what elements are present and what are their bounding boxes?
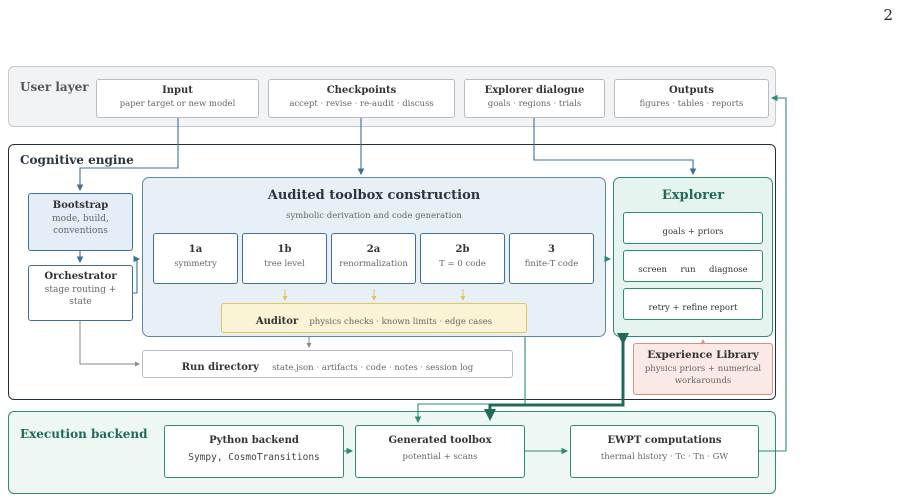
outputs-title: Outputs <box>668 85 715 96</box>
checkpoints-sub: accept · revise · re-audit · discuss <box>289 99 434 109</box>
explorer-item-retry-label: retry + refine report <box>648 303 738 313</box>
arrow-orchestrator-to-audited <box>133 255 141 294</box>
orchestrator-line-1: stage routing + <box>44 285 117 295</box>
experience-library-box: Experience Library physics priors + nume… <box>633 343 773 395</box>
arrow-ewpt-to-outputs <box>759 94 787 452</box>
orchestrator-title: Orchestrator <box>44 271 117 282</box>
step-2b-box: 2b T = 0 code <box>420 233 505 284</box>
outputs-box: Outputs figures · tables · reports <box>614 79 769 118</box>
step-1a-label: symmetry <box>174 259 217 269</box>
explorer-dialogue-box: Explorer dialogue goals · regions · tria… <box>464 79 605 118</box>
run-directory-sub: state.json · artifacts · code · notes · … <box>272 363 474 373</box>
experience-library-line-1: physics priors + numerical <box>644 364 762 374</box>
auditor-sub: physics checks · known limits · edge cas… <box>309 317 493 327</box>
orchestrator-line-2: state <box>69 297 92 307</box>
experience-library-line-2: workarounds <box>674 376 732 386</box>
run-directory-title: Run directory <box>181 362 259 373</box>
auditor-title: Auditor <box>255 316 299 327</box>
audited-toolbox-title: Audited toolbox construction <box>267 188 481 203</box>
checkpoints-box: Checkpoints accept · revise · re-audit ·… <box>268 79 455 118</box>
generated-toolbox-sub: potential + scans <box>402 452 478 462</box>
step-1b-box: 1b tree level <box>242 233 327 284</box>
audited-toolbox-sub: symbolic derivation and code generation <box>286 211 462 221</box>
execution-backend-title: Execution backend <box>20 427 148 441</box>
explorer-item-goals-label: goals + priors <box>662 227 724 237</box>
ewpt-computations-sub: thermal history · Tc · Tn · GW <box>600 452 729 462</box>
arrow-dialogue-to-explorer <box>533 118 697 176</box>
explorer-dialogue-title: Explorer dialogue <box>484 85 585 96</box>
explorer-title: Explorer <box>661 188 725 203</box>
step-2b-label: T = 0 code <box>439 259 486 269</box>
input-box: Input paper target or new model <box>96 79 259 118</box>
generated-toolbox-box: Generated toolbox potential + scans <box>355 425 525 478</box>
arrow-explorer-generated-bidirectional <box>484 333 629 421</box>
bootstrap-line-2: conventions <box>53 226 108 236</box>
explorer-item-screen-label: screen run diagnose <box>638 265 748 275</box>
step-1b-id: 1b <box>277 244 292 255</box>
run-directory-box: Run directory state.json · artifacts · c… <box>142 350 513 378</box>
python-backend-title: Python backend <box>209 435 299 446</box>
generated-toolbox-title: Generated toolbox <box>388 435 492 446</box>
step-2a-id: 2a <box>366 244 381 255</box>
page-number: 2 <box>883 6 893 24</box>
checkpoints-title: Checkpoints <box>326 85 397 96</box>
orchestrator-box: Orchestrator stage routing + state <box>28 265 133 321</box>
explorer-item-goals: goals + priors <box>623 212 763 244</box>
step-1a-id: 1a <box>188 244 203 255</box>
python-backend-sub: Sympy, CosmoTransitions <box>188 452 320 463</box>
step-1b-label: tree level <box>264 259 305 269</box>
explorer-item-screen: screen run diagnose <box>623 250 763 282</box>
auditor-links <box>282 289 466 301</box>
auditor-box: Auditor physics checks · known limits · … <box>221 303 527 333</box>
step-2a-label: renormalization <box>339 259 408 269</box>
outputs-sub: figures · tables · reports <box>639 99 744 109</box>
user-layer-title: User layer <box>20 80 89 94</box>
python-backend-box: Python backend Sympy, CosmoTransitions <box>164 425 344 478</box>
arrow-audited-to-generated <box>414 337 526 424</box>
arrow-orchestrator-to-run-directory <box>79 321 140 367</box>
ewpt-computations-title: EWPT computations <box>607 435 722 446</box>
bootstrap-box: Bootstrap mode, build, conventions <box>28 193 133 251</box>
input-title: Input <box>162 85 193 96</box>
step-1a-box: 1a symmetry <box>153 233 238 284</box>
bootstrap-title: Bootstrap <box>52 200 109 211</box>
experience-library-title: Experience Library <box>647 349 759 361</box>
step-3-label: finite-T code <box>524 259 579 269</box>
step-2b-id: 2b <box>455 244 470 255</box>
ewpt-computations-box: EWPT computations thermal history · Tc ·… <box>570 425 759 478</box>
step-2a-box: 2a renormalization <box>331 233 416 284</box>
step-3-id: 3 <box>548 244 555 255</box>
explorer-item-retry: retry + refine report <box>623 288 763 320</box>
arrow-input-to-bootstrap <box>76 118 179 192</box>
bootstrap-line-1: mode, build, <box>52 214 109 224</box>
step-3-box: 3 finite-T code <box>509 233 594 284</box>
cognitive-engine-title: Cognitive engine <box>20 153 134 167</box>
input-sub: paper target or new model <box>119 99 236 109</box>
explorer-dialogue-sub: goals · regions · trials <box>487 99 582 109</box>
